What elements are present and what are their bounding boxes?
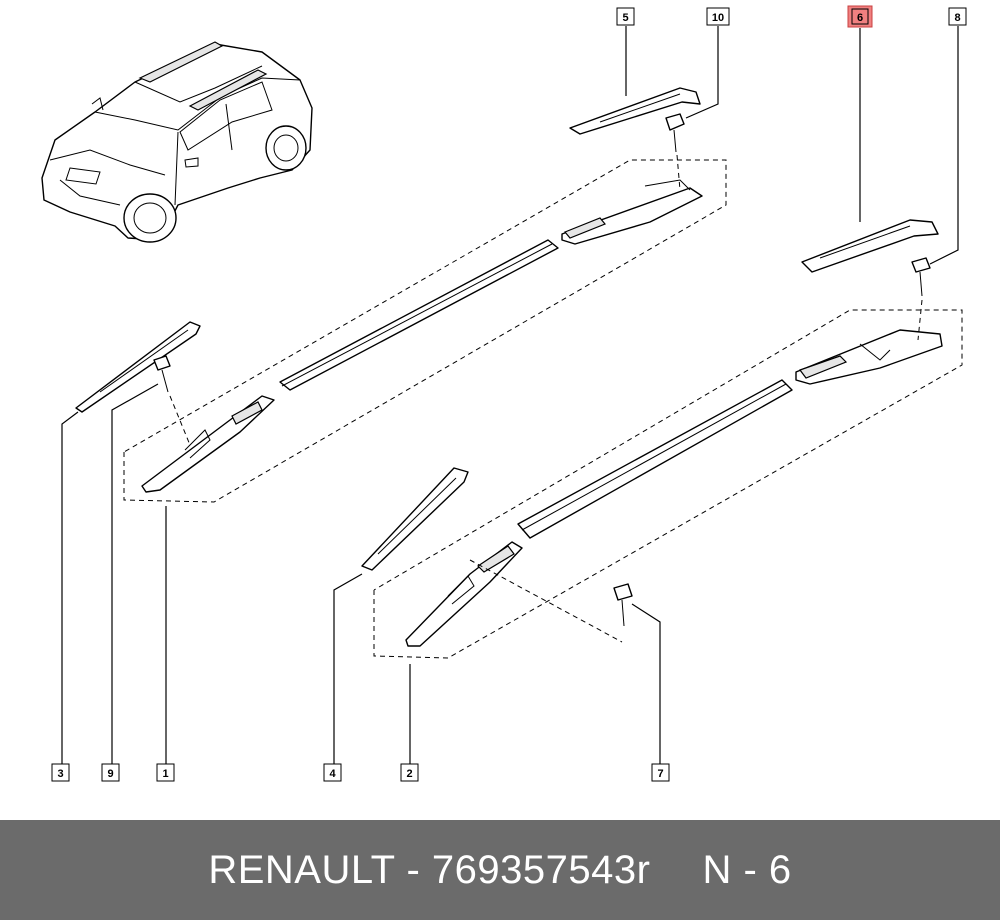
upper-rail-assembly	[75, 87, 727, 503]
callout-9-label: 9	[107, 768, 113, 780]
callout-5-label: 5	[622, 12, 628, 24]
callout-5: 5	[616, 7, 635, 26]
callout-8: 8	[948, 7, 967, 26]
callout-2: 2	[400, 763, 419, 782]
lower-rail-assembly	[361, 219, 963, 659]
callout-2-label: 2	[406, 768, 412, 780]
brand-name: RENAULT	[208, 847, 395, 892]
callout-3-label: 3	[57, 768, 63, 780]
callout-7: 7	[651, 763, 670, 782]
part-reference-text: RENAULT - 769357543r N - 6	[208, 848, 791, 893]
callout-3: 3	[51, 763, 70, 782]
separator: -	[394, 847, 432, 892]
callout-10: 10	[706, 7, 730, 26]
callout-6: 6	[847, 5, 873, 28]
exploded-parts-diagram: 5 10 6 8 3 9 1 4 2 7	[41, 5, 967, 782]
callout-10-label: 10	[712, 12, 724, 24]
callout-7-label: 7	[657, 768, 663, 780]
vehicle-illustration	[41, 41, 313, 243]
leader-lines	[61, 26, 959, 764]
part-info-footer: RENAULT - 769357543r N - 6	[0, 820, 1000, 920]
callout-1: 1	[156, 763, 175, 782]
callout-4: 4	[323, 763, 342, 782]
callout-1-label: 1	[162, 768, 168, 780]
callout-9: 9	[101, 763, 120, 782]
callout-8-label: 8	[954, 12, 960, 24]
position-label: N - 6	[702, 847, 792, 892]
part-number: 769357543r	[431, 847, 651, 892]
callout-4-label: 4	[329, 768, 336, 780]
callout-6-label: 6	[857, 12, 863, 24]
